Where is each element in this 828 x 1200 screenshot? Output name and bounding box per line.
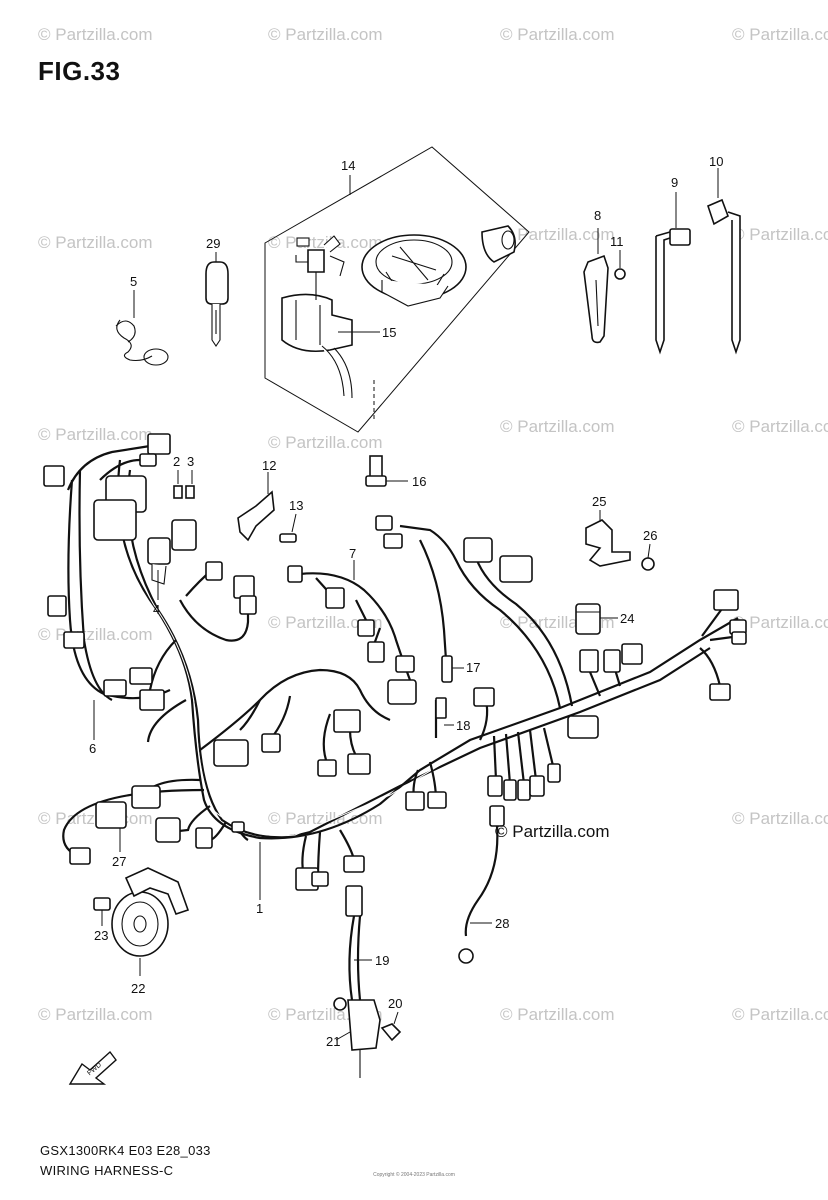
callout-16[interactable]: 16 [412,474,426,489]
figure-code: GSX1300RK4 E03 E28_033 [40,1143,211,1158]
callout-2[interactable]: 2 [173,454,180,469]
callout-19[interactable]: 19 [375,953,389,968]
figure-name: WIRING HARNESS-C [40,1163,174,1178]
clamp-10[interactable] [707,168,741,355]
callout-18[interactable]: 18 [456,718,470,733]
watermark: © Partzilla.com [732,25,828,44]
watermark: © Partzilla.com [732,613,828,632]
watermark: © Partzilla.com [38,625,153,644]
watermark: © Partzilla.com [500,1005,615,1024]
lock-set-group[interactable] [264,146,530,433]
callout-17[interactable]: 17 [466,660,480,675]
watermark: © Partzilla.com [38,25,153,44]
watermark: © Partzilla.com [268,809,383,828]
screw-26[interactable] [641,543,655,571]
watermark: © Partzilla.com [38,1005,153,1024]
screw-13[interactable] [279,513,297,543]
switch-21[interactable] [333,997,381,1078]
sub-harness-19[interactable] [345,885,372,1001]
bolt-23[interactable] [93,897,111,926]
bolt-16[interactable] [365,455,408,487]
callout-11[interactable]: 11 [610,234,624,249]
watermark: © Partzilla.com [268,25,383,44]
callout-22[interactable]: 22 [131,981,145,996]
horn-22[interactable] [111,867,190,976]
watermark: © Partzilla.com [732,225,828,244]
callout-15[interactable]: 15 [382,325,396,340]
relay-24[interactable] [575,603,618,635]
screw-20[interactable] [380,1011,402,1042]
clamp-strap-9[interactable] [655,192,691,355]
brand-mark: © Partzilla.com [495,822,610,841]
bracket-25[interactable] [585,510,631,567]
watermark: © Partzilla.com [268,233,383,252]
watermark: © Partzilla.com [38,425,153,444]
callout-3[interactable]: 3 [187,454,194,469]
watermarks: © Partzilla.com © Partzilla.com © Partzi… [38,25,828,1024]
band-8[interactable] [583,228,609,344]
watermark: © Partzilla.com [732,417,828,436]
callout-14[interactable]: 14 [341,158,355,173]
callout-28[interactable]: 28 [495,916,509,931]
key[interactable] [205,252,229,347]
callout-5[interactable]: 5 [130,274,137,289]
screw-11[interactable] [614,250,626,280]
callout-23[interactable]: 23 [94,928,108,943]
callout-21[interactable]: 21 [326,1034,340,1049]
callout-29[interactable]: 29 [206,236,220,251]
watermark: © Partzilla.com [268,613,383,632]
watermark: © Partzilla.com [38,233,153,252]
watermark: © Partzilla.com [732,809,828,828]
callout-26[interactable]: 26 [643,528,657,543]
watermark: © Partzilla.com [500,225,615,244]
callout-12[interactable]: 12 [262,458,276,473]
watermark: © Partzilla.com [500,25,615,44]
watermark: © Partzilla.com [732,1005,828,1024]
connectors [43,433,747,891]
callout-13[interactable]: 13 [289,498,303,513]
forward-arrow-icon: FWD [68,1050,117,1085]
callout-24[interactable]: 24 [620,611,634,626]
leader-lines [93,560,355,900]
spring[interactable] [115,290,169,366]
watermark: © Partzilla.com [268,433,383,452]
figure-title: FIG.33 [38,56,121,86]
callout-25[interactable]: 25 [592,494,606,509]
callout-27[interactable]: 27 [112,854,126,869]
callout-1[interactable]: 1 [256,901,263,916]
copyright: Copyright © 2004-2023 Partzilla.com [373,1172,455,1178]
watermark: © Partzilla.com [500,417,615,436]
callout-9[interactable]: 9 [671,175,678,190]
callout-4[interactable]: 4 [153,602,160,617]
ground-wire-28[interactable] [458,805,505,964]
callout-labels: 1 2 3 4 5 6 7 8 9 10 11 12 13 14 15 16 1… [89,154,723,1049]
callout-7[interactable]: 7 [349,546,356,561]
fuse-3[interactable] [185,470,195,499]
callout-8[interactable]: 8 [594,208,601,223]
callout-20[interactable]: 20 [388,996,402,1011]
callout-10[interactable]: 10 [709,154,723,169]
fuse-2[interactable] [173,470,183,499]
callout-6[interactable]: 6 [89,741,96,756]
bracket-12[interactable] [237,472,275,542]
